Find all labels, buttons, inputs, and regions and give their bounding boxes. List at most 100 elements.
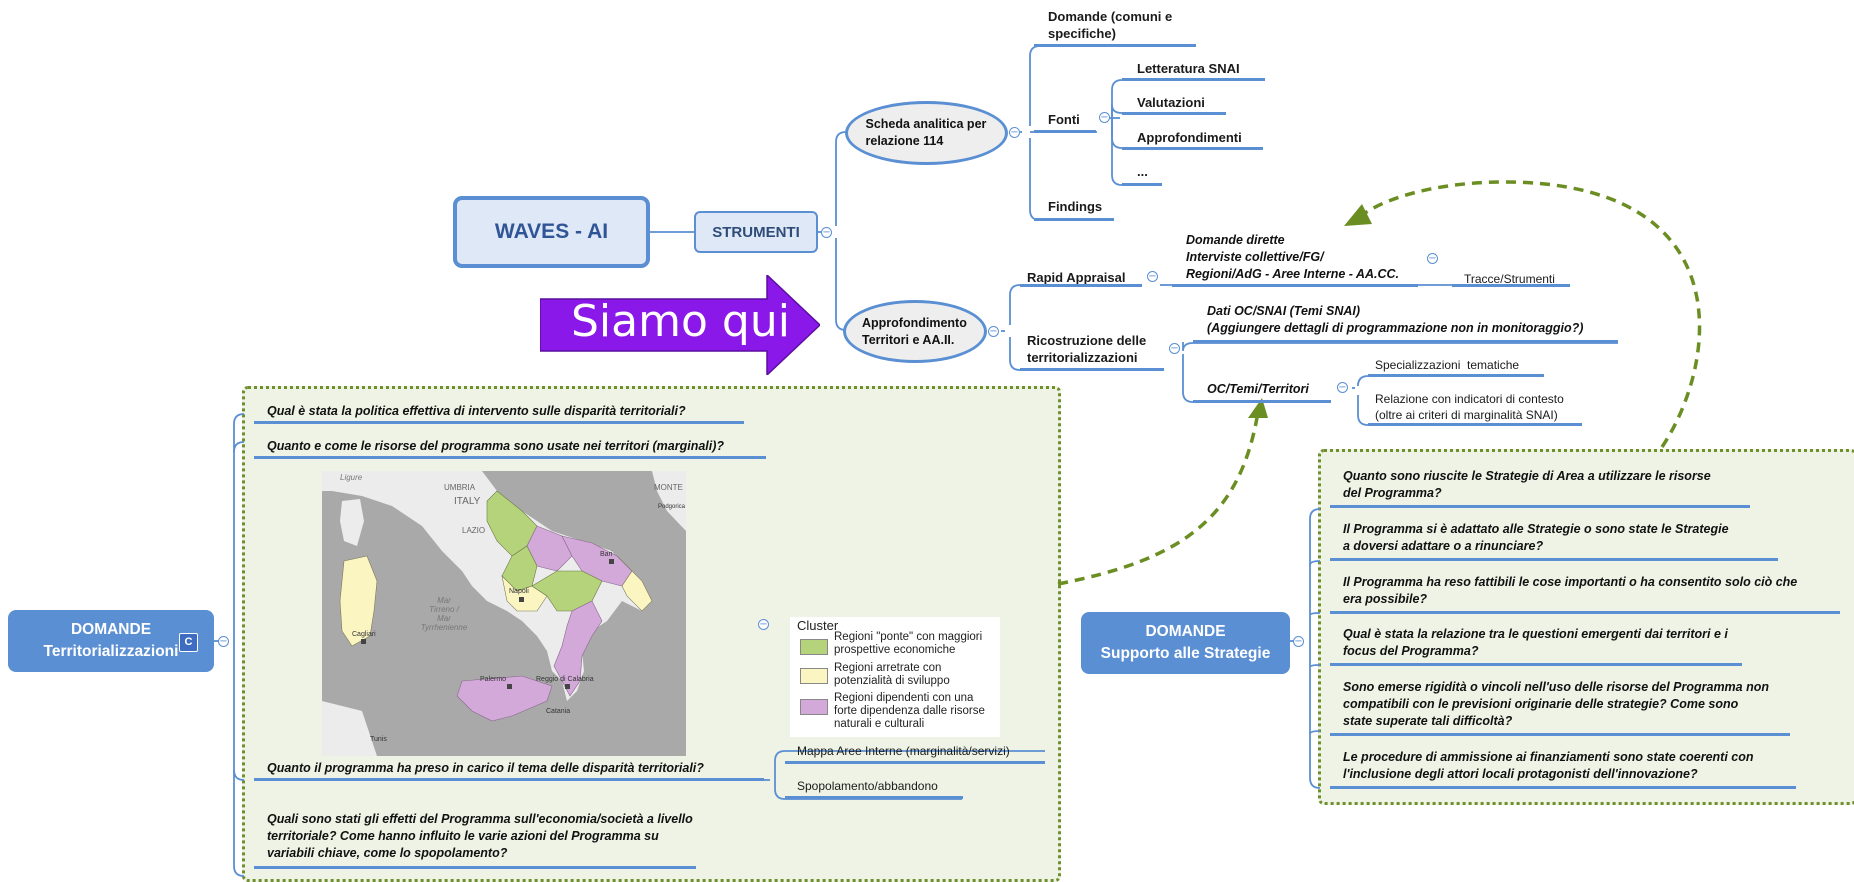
collapse-rapid-appraisal-icon[interactable]: − xyxy=(1147,271,1158,282)
fonti-item-line xyxy=(1122,112,1226,115)
siamo-qui-arrow xyxy=(540,275,820,375)
legend-swatch xyxy=(800,668,828,684)
rapid-appraisal-label: Rapid Appraisal xyxy=(1027,270,1126,285)
legend-title: Cluster xyxy=(797,618,839,633)
mappa-aree-interne-line xyxy=(785,761,1045,764)
dati-oc-snai-line xyxy=(1193,340,1618,343)
strategy-question: Il Programma ha reso fattibili le cose i… xyxy=(1343,575,1798,606)
map-legend: Cluster Regioni "ponte" con maggiori pro… xyxy=(790,617,1000,737)
territorial-question: Quanto e come le risorse del programma s… xyxy=(267,439,725,453)
map-label-lazio: LAZIO xyxy=(462,526,486,535)
strategy-question: Il Programma si è adattato alle Strategi… xyxy=(1343,522,1729,553)
map-label-tunis: Tunis xyxy=(370,736,387,743)
map-label-napoli: Napoli xyxy=(509,588,529,595)
map-label-mar-tirreno: Mar Tirreno / Mar Tyrrhenienne xyxy=(420,596,468,632)
strategy-question: Qual è stata la relazione tra le questio… xyxy=(1343,627,1728,658)
map-label-ligure: Ligure xyxy=(340,473,363,482)
legend-label: Regioni dipendenti con una forte dipende… xyxy=(834,692,985,730)
oc-temi-territori-line xyxy=(1193,400,1331,403)
specializzazioni-label: Specializzazioni tematiche xyxy=(1375,358,1520,372)
map-label-italy: ITALY xyxy=(454,496,481,507)
map-label-monte: MONTE xyxy=(654,483,683,492)
domande-dirette-label: Domande dirette Interviste collettive/FG… xyxy=(1186,233,1399,281)
rapid-appraisal-line xyxy=(1020,284,1142,287)
map-label-podgorica: Podgorica xyxy=(658,504,686,510)
specializzazioni-line xyxy=(1368,374,1544,377)
strategy-question: Le procedure di ammissione ai finanziame… xyxy=(1343,750,1754,781)
collapse-domande-dirette-icon[interactable]: − xyxy=(1427,253,1438,264)
territorial-question-line xyxy=(254,456,766,459)
territorial-question-line xyxy=(254,778,764,781)
strategy-question-line xyxy=(1330,611,1840,614)
territorial-question: Quanto il programma ha preso in carico i… xyxy=(267,761,704,775)
domande-dirette-line xyxy=(1172,284,1418,287)
domande-supporto-line1: DOMANDE xyxy=(1145,623,1226,640)
domande-supporto-line2: Supporto alle Strategie xyxy=(1100,645,1271,662)
fonti-item-line xyxy=(1122,78,1265,81)
strategy-question: Sono emerse rigidità o vincoli nell'uso … xyxy=(1343,680,1770,728)
root-title: WAVES - AI xyxy=(494,220,609,243)
root-node[interactable]: WAVES - AI xyxy=(453,196,650,268)
strategy-questions-region xyxy=(1318,449,1854,805)
cluster-badge: C xyxy=(179,633,198,652)
fonti-item-letteratura: Letteratura SNAI xyxy=(1137,61,1240,76)
fonti-item-approfondimenti: Approfondimenti xyxy=(1137,130,1242,145)
map-label-palermo: Palermo xyxy=(480,676,507,683)
map-graphic xyxy=(322,471,686,756)
strumenti-node[interactable]: STRUMENTI xyxy=(694,211,818,253)
fonti-item-ellipsis: ... xyxy=(1137,164,1148,179)
findings-line xyxy=(1034,218,1114,221)
dati-oc-snai-label: Dati OC/SNAI (Temi SNAI) (Aggiungere det… xyxy=(1207,304,1584,335)
collapse-supporto-icon[interactable]: − xyxy=(1293,636,1304,647)
collapse-oc-temi-icon[interactable]: − xyxy=(1337,382,1348,393)
strategy-question-line xyxy=(1330,663,1742,666)
legend-swatch xyxy=(800,639,828,655)
fonti-line xyxy=(1034,130,1096,133)
territorial-question-line xyxy=(254,421,744,424)
ricostruzione-line xyxy=(1020,368,1164,371)
legend-label: Regioni arretrate con potenzialità di sv… xyxy=(834,662,950,687)
spopolamento-label: Spopolamento/abbandono xyxy=(797,779,938,793)
approfondimento-node[interactable]: Approfondimento Territori e AA.II. xyxy=(843,300,987,363)
fonti-item-line xyxy=(1122,147,1263,150)
map-label-bari: Bari xyxy=(600,551,613,558)
domande-comuni-label: Domande (comuni e specifiche) xyxy=(1048,9,1173,41)
italy-cluster-map: Ligure UMBRIA ITALY LAZIO Napoli Bari Ma… xyxy=(322,471,686,756)
tracce-strumenti-line xyxy=(1452,284,1570,287)
approfondimento-label: Approfondimento Territori e AA.II. xyxy=(862,315,967,347)
territorial-question: Quali sono stati gli effetti del Program… xyxy=(267,812,693,860)
domande-comuni-line xyxy=(1034,44,1196,47)
fonti-label: Fonti xyxy=(1048,112,1080,127)
territorial-question-line xyxy=(254,866,696,869)
spopolamento-line xyxy=(785,796,963,799)
ricostruzione-label: Ricostruzione delle territorializzazioni xyxy=(1027,333,1147,365)
territorial-question: Qual è stata la politica effettiva di in… xyxy=(267,404,686,418)
strategy-question: Quanto sono riuscite le Strategie di Are… xyxy=(1343,469,1711,500)
map-label-cagliari: Cagliari xyxy=(352,631,376,638)
relazione-indicatori-line xyxy=(1368,423,1582,426)
strategy-question-line xyxy=(1330,558,1778,561)
strategy-question-line xyxy=(1330,733,1790,736)
scheda-analitica-node[interactable]: Scheda analitica per relazione 114 xyxy=(845,101,1008,165)
oc-temi-territori-label: OC/Temi/Territori xyxy=(1207,382,1309,396)
collapse-approfondimento-icon[interactable]: − xyxy=(988,326,999,337)
tracce-strumenti-label: Tracce/Strumenti xyxy=(1464,272,1555,286)
collapse-ricostruzione-icon[interactable]: − xyxy=(1169,343,1180,354)
relazione-indicatori-label: Relazione con indicatori di contesto (ol… xyxy=(1375,392,1564,422)
collapse-fonti-icon[interactable]: − xyxy=(1099,112,1110,123)
collapse-territorializzazioni-icon[interactable]: − xyxy=(218,636,229,647)
collapse-map-icon[interactable]: − xyxy=(758,619,769,630)
domande-territorializzazioni-line1: DOMANDE xyxy=(70,621,152,638)
domande-territorializzazioni-line2: Territorializzazioni xyxy=(43,643,179,660)
fonti-item-valutazioni: Valutazioni xyxy=(1137,95,1205,110)
collapse-strumenti-icon[interactable]: − xyxy=(821,227,832,238)
siamo-qui-text: Siamo qui xyxy=(571,296,790,347)
legend-label: Regioni "ponte" con maggiori prospettive… xyxy=(834,631,983,656)
domande-supporto-node[interactable]: DOMANDE Supporto alle Strategie xyxy=(1081,612,1290,674)
strategy-question-line xyxy=(1330,505,1750,508)
mappa-aree-interne-label: Mappa Aree Interne (marginalità/servizi) xyxy=(797,744,1010,758)
collapse-scheda-icon[interactable]: − xyxy=(1009,127,1020,138)
fonti-item-line xyxy=(1122,183,1162,186)
map-label-umbria: UMBRIA xyxy=(444,483,476,492)
